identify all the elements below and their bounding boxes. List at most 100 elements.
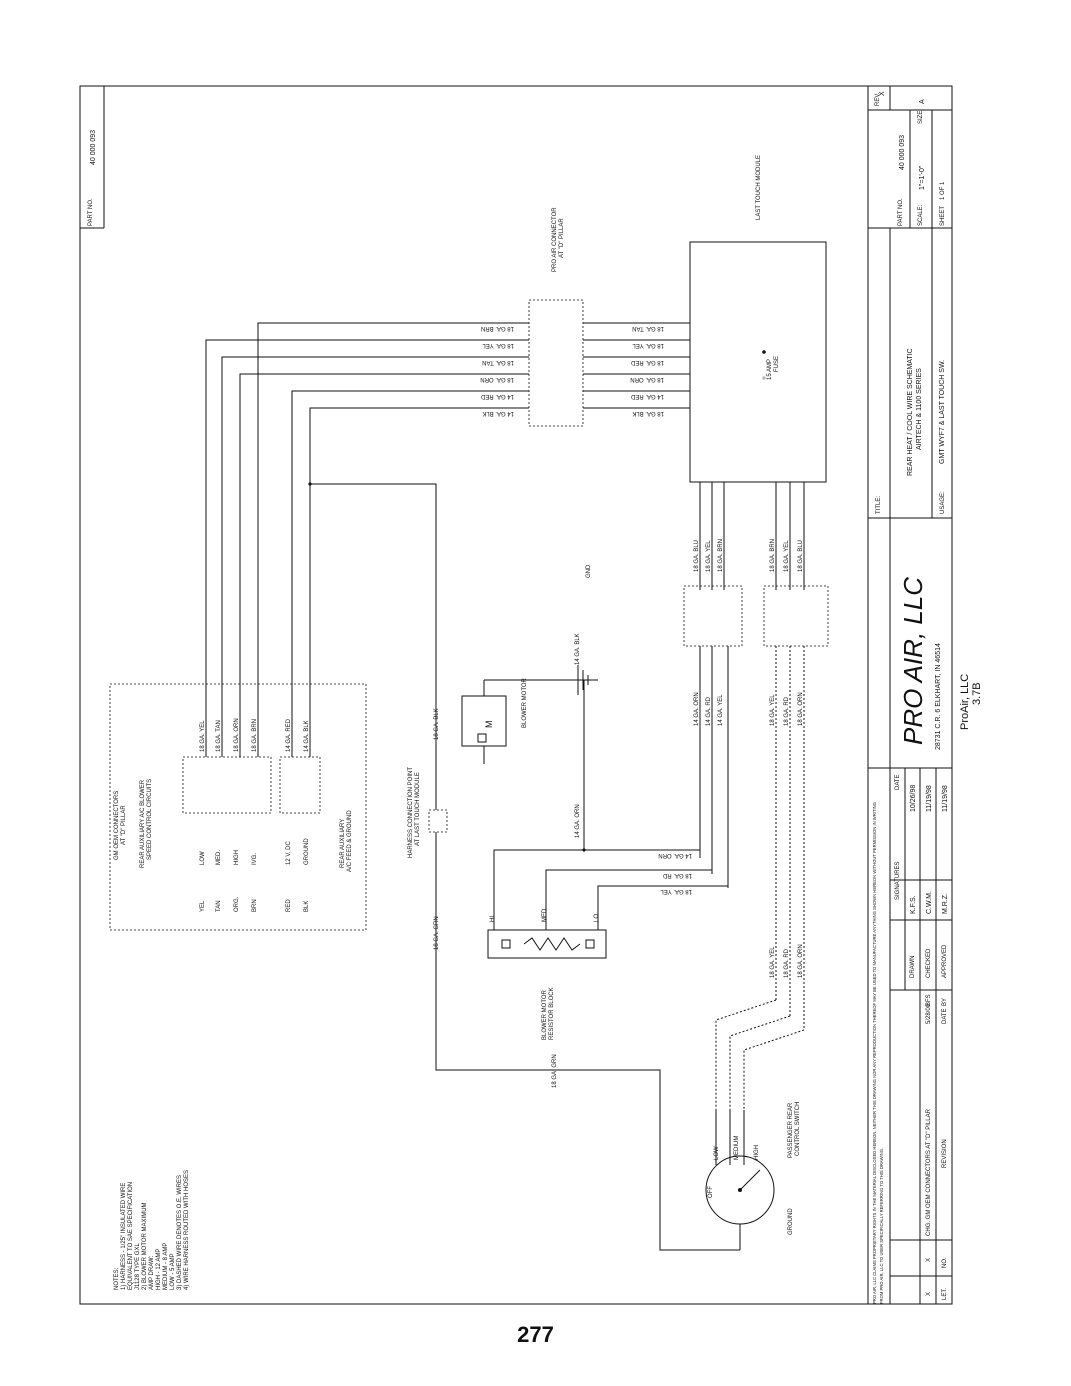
pro-air-connector-group: PRO AIR CONNECTOR AT "D" PILLAR 18 GA. B… xyxy=(480,207,664,427)
drawn-by: K.F.S. xyxy=(910,895,917,914)
blower-motor: M BLOWER MOTOR xyxy=(461,677,528,764)
note-line: NOTES: xyxy=(114,1267,120,1290)
note-line: MEDIUM - 8 AMP xyxy=(163,1243,169,1290)
resistor-hi: HI xyxy=(490,916,496,922)
pro-air-left-wire-label: 18 GA. BRN xyxy=(481,325,514,331)
gm-row-function: 12 V. DC xyxy=(286,841,292,865)
lower-wire-label: 18 GA. YEL xyxy=(770,946,776,978)
resistor-lo: LO xyxy=(594,914,600,922)
gm-row-function: IVG. xyxy=(252,853,258,865)
switch-label-2: CONTROL SWITCH xyxy=(795,1102,801,1156)
checked-date: 11/19/98 xyxy=(926,785,933,812)
connector-wire-label: 18 GA. BLU xyxy=(798,540,804,572)
gm-oem-feed: REAR AUXILIARY xyxy=(340,819,346,868)
drawn-label: DRAWN xyxy=(910,956,916,978)
checked-label: CHECKED xyxy=(926,948,932,978)
gm-oem-feed-2: A/C FEED & GROUND xyxy=(347,810,353,872)
connector-wire-label: 18 GA. YEL xyxy=(706,540,712,572)
company-address: 28731 C.R. 6 ELKHART, IN 46514 xyxy=(935,643,942,750)
connector-wire-label: 18 GA. BRN xyxy=(770,539,776,572)
gm-row-wire: 18 GA. ORN xyxy=(234,718,240,752)
gm-row-function: LOW xyxy=(200,851,206,865)
resistor-block: HI MED LO BLOWER MOTOR RESISTOR BLOCK 14… xyxy=(487,680,728,1040)
harness-wire-top: 18 GA. BLK xyxy=(434,708,440,740)
blower-motor-symbol: M xyxy=(484,721,494,729)
resistor-wire-label: 18 GA. YEL xyxy=(660,888,692,894)
title-line-2: AIRTECH & 1100 SERIES xyxy=(916,368,923,450)
approved-by: M.R.Z. xyxy=(942,893,949,914)
harness-connection-point: HARNESS CONNECTION POINT AT LAST TOUCH M… xyxy=(408,708,740,1251)
part-number-box: PART NO. 40 000 093 xyxy=(80,86,105,229)
gm-row-color: RED xyxy=(286,899,292,912)
connector-wire-label: 14 GA. YEL xyxy=(718,694,724,726)
sheet-value: 1 OF 1 xyxy=(940,181,946,200)
resistor-label-2: RESISTOR BLOCK xyxy=(549,987,555,1040)
title-block: REV. X PART NO. 40 000 093 SCALE: 1"=1'-… xyxy=(867,86,952,1304)
drawn-date: 10/26/98 xyxy=(910,785,917,812)
revision-row-1: CHG. GM OEM CONNECTORS AT "D" PILLAR xyxy=(926,1108,932,1236)
gm-oem-connector-group: GM OEM CONNECTORS AT "D" PILLAR REAR AUX… xyxy=(109,683,367,931)
title-line-1: REAR HEAT / COOL WIRE SCHEMATIC xyxy=(907,348,914,476)
revision-date-header: DATE xyxy=(942,1008,948,1024)
passenger-control-switch: OFF LOW MEDIUM HIGH GROUND PASSENGER REA… xyxy=(552,1054,801,1250)
connector-wire-label: 14 GA. RD xyxy=(706,696,712,726)
gm-row-wire: 14 GA. BLK xyxy=(304,720,310,752)
approved-label: APPROVED xyxy=(942,944,948,978)
gm-oem-title-2: AT "D" PILLAR xyxy=(121,805,127,845)
note-line: 2) BLOWER MOTOR MAXIMUM xyxy=(142,1202,148,1290)
pro-air-left-wire-label: 18 GA. YEL xyxy=(482,342,514,348)
approved-date: 11/19/98 xyxy=(942,785,949,812)
revision-by-header: BY xyxy=(942,998,948,1006)
connector-wire-label: 18 GA. BRN xyxy=(718,539,724,572)
part-no-label: PART NO. xyxy=(88,198,94,226)
note-line: AMP DRAW: xyxy=(149,1255,155,1290)
revision-row-1-date: 5/28/00 xyxy=(926,1003,932,1024)
gm-row-function: MED. xyxy=(216,850,222,865)
notes-block: NOTES:1) HARNESS - 1/25" INSULATED WIRE … xyxy=(114,1170,190,1290)
pro-air-left-wire-label: 14 GA. BLK xyxy=(482,410,514,416)
harness-wires xyxy=(205,322,690,810)
page-number: 277 xyxy=(517,1322,554,1347)
date-label: DATE xyxy=(895,774,901,790)
switch-feed-wire: 18 GA. GRN xyxy=(552,1054,558,1088)
ground-wire-label: 14 GA. BLK xyxy=(575,633,581,665)
revision-row-1-ltr: X xyxy=(926,1292,932,1296)
gm-row-wire: 14 GA. RED xyxy=(286,718,292,752)
blower-motor-label: BLOWER MOTOR xyxy=(522,677,528,728)
scale-label: SCALE: xyxy=(918,204,924,226)
switch-off: OFF xyxy=(708,1186,714,1198)
gm-row-function: GROUND xyxy=(304,838,310,865)
resistor-wire-label: 18 GA. RD xyxy=(662,872,692,878)
gm-row-color: YEL xyxy=(200,900,206,912)
size-label: SIZE xyxy=(918,111,924,124)
harness-connection-label: HARNESS CONNECTION POINT xyxy=(408,767,414,858)
ltm-down-leads: 18 GA. BLU 14 GA. ORN 18 GA. YEL 14 GA. RD 1… xyxy=(683,482,829,1030)
gm-row-wire: 18 GA. TAN xyxy=(216,720,222,752)
scale-value: 1"=1'-0" xyxy=(919,165,926,190)
drawing-border xyxy=(79,85,953,1305)
usage-label: USAGE: xyxy=(940,491,946,514)
connector-wire-label: 14 GA. ORN xyxy=(694,692,700,726)
gm-row-color: TAN xyxy=(216,900,222,912)
revision-row-1-by: BFS xyxy=(926,994,932,1006)
gm-oem-sub-2: SPEED CONTROL CIRCUITS xyxy=(147,779,153,860)
fuse-label: 15 AMP xyxy=(767,359,773,380)
checked-by: C.W.M. xyxy=(926,891,933,914)
revision-row-1-no: X xyxy=(926,1258,932,1262)
rev-value: X xyxy=(879,91,886,96)
sheet-label: SHEET xyxy=(940,206,946,226)
resistor-label: BLOWER MOTOR xyxy=(542,989,548,1040)
caption-line-2: 3.7B xyxy=(971,682,983,705)
rev-label: REV. xyxy=(875,92,881,106)
pro-air-left-wire-label: 18 GA. ORN xyxy=(480,376,514,382)
note-line: 1) HARNESS - 1/25" INSULATED WIRE xyxy=(121,1183,127,1290)
gm-row-color: BLK xyxy=(304,901,310,912)
note-line: LOW - 5 AMP xyxy=(170,1253,176,1290)
note-line: 3) DASHED WIRE DENOTES O.E. WIRES xyxy=(177,1175,183,1290)
revision-no-header: NO. xyxy=(942,1257,948,1268)
pro-air-left-wire-label: 14 GA. RED xyxy=(480,393,514,399)
title-line-3: GMT WYF7 & LAST TOUCH SW. xyxy=(939,360,946,464)
harness-connection-label-2: AT LAST TOUCH MODULE xyxy=(415,772,421,846)
gm-row-wire: 18 GA. BRN xyxy=(252,719,258,752)
